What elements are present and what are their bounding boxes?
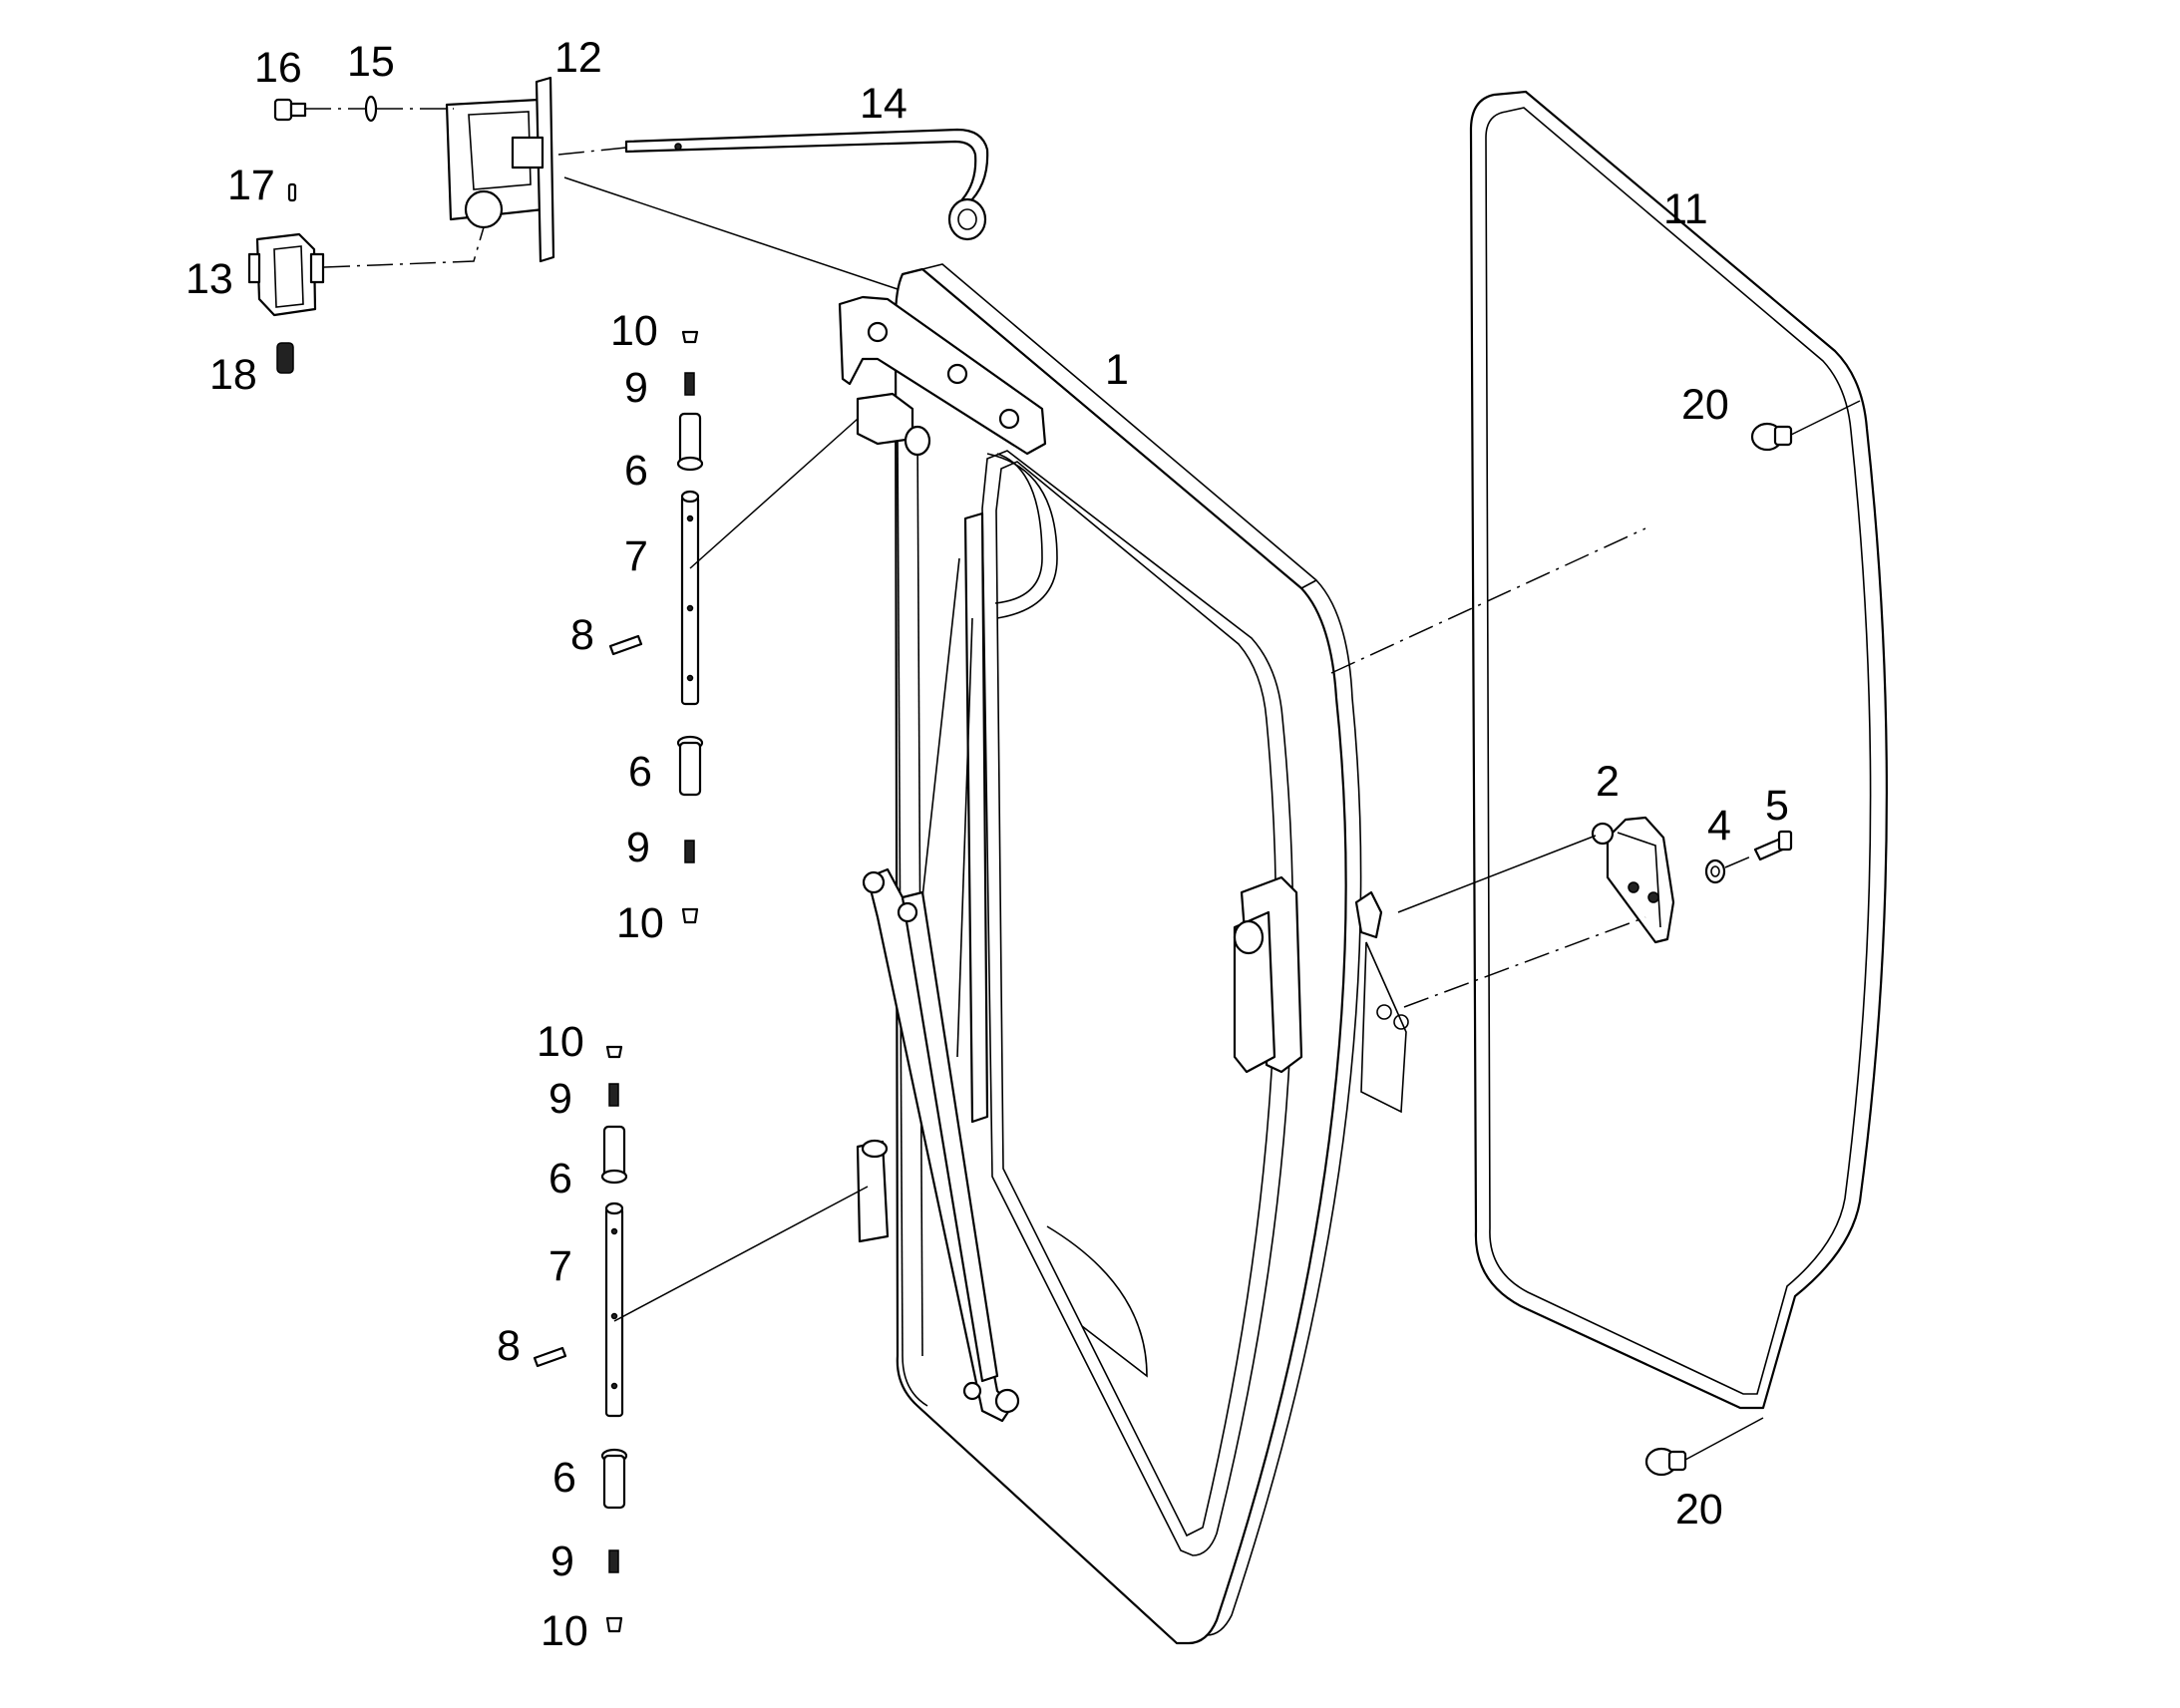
bolt-part-16	[273, 98, 307, 122]
hinge-pin-stack-upper	[608, 330, 859, 924]
label-6-b: 6	[628, 748, 652, 796]
label-14: 14	[860, 80, 908, 128]
cap-part-10-a	[681, 330, 699, 344]
clevis-part-13	[247, 232, 325, 317]
latch-bracket-part-2	[1591, 816, 1675, 944]
label-7-a: 7	[624, 532, 648, 580]
part-labels: 1 2 4 5 6 6 6 6 7 7 8 8 9 9 9 9 10 10 10…	[185, 34, 1789, 1655]
grease-nipple-part-9-a	[684, 372, 695, 396]
label-1: 1	[1105, 346, 1129, 394]
clip-part-20-upper	[1750, 422, 1793, 452]
spring-part-18	[276, 342, 294, 374]
label-10-b: 10	[616, 899, 664, 947]
door-handle	[1233, 875, 1409, 1114]
label-13: 13	[185, 255, 233, 303]
roll-pin-part-8-b	[533, 1346, 567, 1368]
label-9-c: 9	[548, 1075, 572, 1123]
label-9-d: 9	[550, 1537, 574, 1585]
label-12: 12	[554, 34, 602, 82]
label-5: 5	[1765, 782, 1789, 830]
grease-nipple-part-9-d	[608, 1549, 619, 1573]
label-2: 2	[1596, 758, 1620, 806]
label-17: 17	[227, 162, 275, 209]
label-8-b: 8	[497, 1322, 521, 1370]
bushing-part-6-b	[678, 741, 702, 797]
bushing-part-6-d	[602, 1454, 626, 1510]
hinge-pin-part-7-a	[680, 495, 700, 706]
pin-part-17	[287, 182, 297, 202]
label-10-c: 10	[537, 1018, 584, 1066]
washer-part-4	[1704, 858, 1726, 884]
label-16: 16	[254, 44, 302, 92]
cap-part-10-d	[605, 1616, 623, 1633]
washer-part-15	[364, 95, 378, 123]
grease-nipple-part-9-c	[608, 1083, 619, 1107]
cap-part-10-c	[605, 1045, 623, 1059]
label-6-a: 6	[624, 447, 648, 495]
wiper-arm-assembly	[862, 512, 1020, 1423]
label-10-a: 10	[610, 307, 658, 355]
label-7-b: 7	[548, 1242, 572, 1290]
label-6-c: 6	[548, 1155, 572, 1202]
stay-rod-part-14	[624, 128, 989, 241]
label-10-d: 10	[541, 1607, 588, 1655]
hinge-bracket-part-12	[445, 76, 555, 263]
hinge-pin-stack-lower	[533, 1045, 869, 1633]
cap-part-10-b	[681, 907, 699, 924]
bolt-part-5	[1753, 830, 1793, 861]
label-20-b: 20	[1675, 1486, 1723, 1534]
label-18: 18	[209, 351, 257, 399]
label-6-d: 6	[552, 1454, 576, 1502]
label-15: 15	[347, 38, 395, 86]
window-seal-part-11	[1469, 90, 1888, 1410]
bushing-part-6-c	[602, 1125, 626, 1179]
label-4: 4	[1707, 802, 1731, 850]
label-11: 11	[1663, 185, 1708, 233]
roll-pin-part-8-a	[608, 634, 643, 656]
label-20-a: 20	[1681, 381, 1729, 429]
label-9-a: 9	[624, 364, 648, 412]
grease-nipple-part-9-b	[684, 840, 695, 863]
bushing-part-6-a	[678, 412, 702, 466]
clip-part-20-lower	[1644, 1447, 1687, 1477]
label-8-a: 8	[570, 611, 594, 659]
label-9-b: 9	[626, 824, 650, 871]
